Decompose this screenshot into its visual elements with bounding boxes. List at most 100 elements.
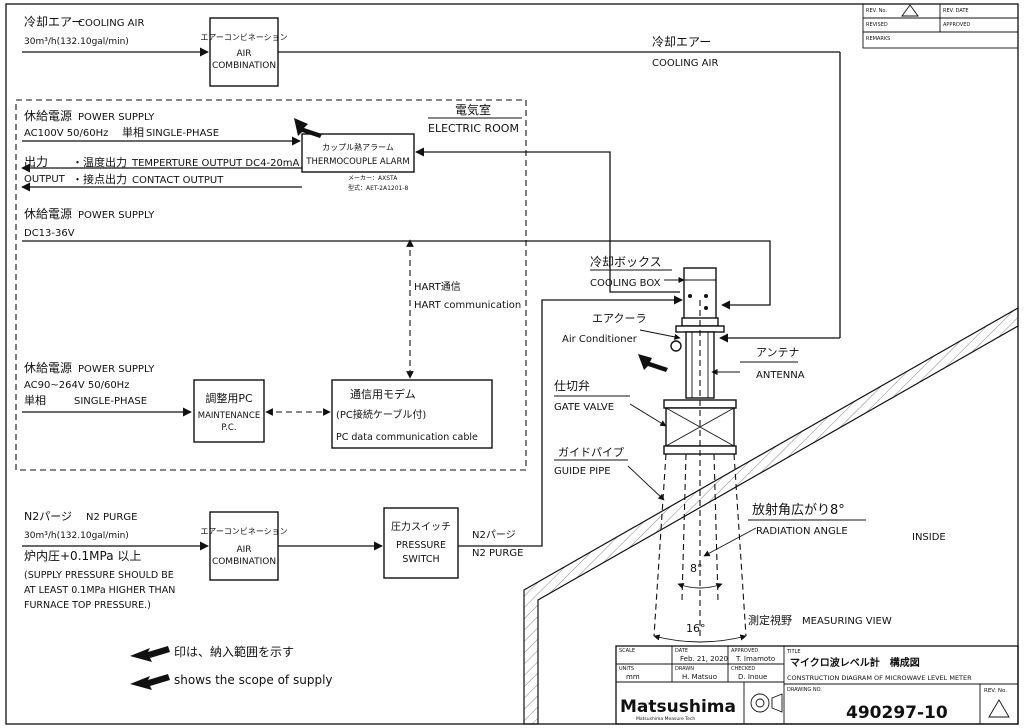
guide-pipe-en: GUIDE PIPE — [554, 466, 611, 477]
cooling-air-right-jp: 冷却エアー — [652, 35, 711, 49]
legend-marker-icon-1 — [130, 646, 170, 662]
cooling-air-jp: 冷却エアー — [24, 15, 83, 29]
power-supply-3-phase-en: SINGLE-PHASE — [74, 396, 147, 407]
power-supply-2-jp: 休給電源 — [24, 207, 72, 221]
inside-label: INSIDE — [912, 532, 946, 543]
maintenance-pc-en1: MAINTENANCE — [198, 411, 260, 421]
power-supply-3-en: POWER SUPPLY — [78, 364, 155, 375]
power-supply-1-phase-en: SINGLE-PHASE — [146, 128, 219, 139]
tb-approved: T. Imamoto — [735, 655, 775, 663]
power-supply-1-spec: AC100V 50/60Hz — [24, 128, 108, 139]
output-line1-en: TEMPERTURE OUTPUT DC4-20mA — [131, 158, 300, 169]
thermocouple-alarm-jp: カップル熱アラーム — [322, 142, 394, 152]
n2-purge-right-en: N2 PURGE — [472, 548, 523, 559]
thermocouple-alarm-box — [301, 133, 415, 173]
tb-title-en: CONSTRUCTION DIAGRAM OF MICROWAVE LEVEL … — [787, 674, 972, 682]
thermocouple-alarm-model: 型式：AET-2A1201-8 — [348, 184, 409, 192]
tb-date: Feb. 21, 2020 — [680, 655, 728, 663]
tb-company-sub: Matsushima Measure Tech — [636, 716, 695, 722]
gate-valve-en: GATE VALVE — [554, 402, 614, 413]
n2-purge-right-jp: N2パージ — [472, 529, 516, 541]
power-supply-3-jp: 休給電源 — [24, 361, 72, 375]
pressure-switch-en1: PRESSURE — [396, 540, 446, 551]
tb-title-jp: マイクロ波レベル計 構成図 — [790, 656, 920, 669]
n2-purge-pressure-jp: 炉内圧+0.1MPa 以上 — [24, 549, 141, 563]
approved-label: APPROVED — [943, 22, 970, 28]
n2-purge-en: N2 PURGE — [86, 512, 137, 523]
power-supply-1-jp: 休給電源 — [24, 109, 72, 123]
pressure-switch-en2: SWITCH — [402, 554, 439, 565]
n2-purge-flow: 30m³/h(132.10gal/min) — [24, 531, 129, 541]
sheet-border — [5, 3, 1019, 725]
output-en: OUTPUT — [24, 174, 66, 185]
n2-purge-note3: FURNACE TOP PRESSURE.) — [24, 600, 151, 611]
tb-drawn: H. Matsuo — [682, 673, 717, 681]
hart-en: HART communication — [414, 300, 521, 311]
level-meter-assembly: 8° 16° — [638, 267, 747, 643]
tb-title-label: TITLE — [786, 649, 801, 655]
air-combination-bottom-en1: AIR — [236, 545, 251, 555]
scope-of-supply-marker-icon-2 — [638, 354, 668, 372]
angle-16-label: 16° — [686, 622, 706, 635]
hart-jp: HART通信 — [414, 281, 461, 293]
cooling-air-right-en: COOLING AIR — [652, 58, 718, 69]
maintenance-pc-jp: 調整用PC — [205, 391, 253, 405]
furnace-wall — [523, 306, 1019, 725]
tb-date-label: DATE — [675, 648, 688, 654]
cooling-air-en: COOLING AIR — [78, 18, 144, 29]
air-conditioner-en: Air Conditioner — [562, 334, 638, 345]
electric-room-en: ELECTRIC ROOM — [428, 122, 519, 135]
n2-purge-note1: (SUPPLY PRESSURE SHOULD BE — [24, 570, 174, 581]
air-combination-bottom-jp: エアーコンビネーション — [200, 527, 287, 536]
air-combination-top-en2: COMBINATION — [212, 61, 276, 71]
thermocouple-alarm-maker: メーカー：AXSTA — [348, 175, 398, 182]
output-line2-jp: ・接点出力 — [72, 172, 127, 186]
power-supply-3-phase-jp: 単相 — [24, 393, 46, 407]
n2-purge-jp: N2パージ — [24, 510, 72, 523]
tb-scale-label: SCALE — [619, 648, 635, 654]
legend-en: shows the scope of supply — [174, 673, 333, 687]
projection-symbol-icon — [750, 693, 770, 713]
air-combination-bottom-box — [209, 511, 279, 581]
cooling-box-en: COOLING BOX — [590, 278, 661, 289]
tb-drawn-label: DRAWN — [675, 666, 694, 672]
power-supply-1-phase-jp: 単相 — [122, 125, 144, 139]
modem-en: PC data communication cable — [336, 432, 478, 443]
rev-triangle-icon-2 — [988, 699, 1010, 718]
power-supply-2-spec: DC13-36V — [24, 228, 75, 239]
guide-pipe-jp: ガイドパイプ — [558, 446, 624, 459]
air-combination-top-en1: AIR — [236, 49, 251, 59]
antenna-en: ANTENNA — [756, 370, 805, 381]
air-conditioner-jp: エアクーラ — [592, 312, 646, 325]
tb-rev-label: REV. No. — [984, 688, 1007, 694]
antenna-jp: アンテナ — [756, 346, 800, 359]
rev-no-label: REV. No. — [866, 8, 887, 14]
output-line1-jp: ・温度出力 — [72, 155, 127, 169]
title-block: SCALE DATE Feb. 21, 2020 APPROVED T. Ima… — [615, 645, 1019, 725]
output-jp: 出力 — [24, 155, 48, 169]
power-supply-1-en: POWER SUPPLY — [78, 112, 155, 123]
maintenance-pc-box — [193, 379, 265, 443]
scope-of-supply-marker-icon — [294, 118, 322, 138]
tb-drawing-no-label: DRAWING NO. — [787, 687, 822, 693]
n2-purge-note2: AT LEAST 0.1MPa HIGHER THAN — [24, 585, 175, 596]
thermocouple-alarm-en: THERMOCOUPLE ALARM — [305, 157, 409, 167]
air-combination-top-jp: エアーコンビネーション — [200, 33, 287, 42]
revision-block: REV. No. REV. DATE REVISED APPROVED REMA… — [862, 3, 1019, 49]
gate-valve-jp: 仕切弁 — [554, 378, 590, 393]
legend-marker-icon-2 — [130, 674, 170, 690]
revised-label: REVISED — [866, 22, 888, 28]
tb-checked-label: CHECKED — [731, 666, 755, 672]
remarks-label: REMARKS — [866, 36, 890, 42]
electric-room-jp: 電気室 — [455, 102, 491, 117]
electric-room-boundary — [15, 99, 527, 471]
cooling-air-flow: 30m³/h(132.10gal/min) — [24, 37, 129, 47]
modem-jp: 通信用モデム — [350, 387, 416, 401]
legend-jp: 印は、納入範囲を示す — [174, 644, 294, 659]
radiation-angle-jp: 放射角広がり8° — [752, 502, 845, 518]
tb-company: Matsushima — [620, 697, 736, 717]
tb-drawing-no: 490297-10 — [846, 703, 948, 723]
tb-units-label: UNITS — [619, 666, 634, 672]
tb-approved-label: APPROVED — [731, 648, 758, 654]
